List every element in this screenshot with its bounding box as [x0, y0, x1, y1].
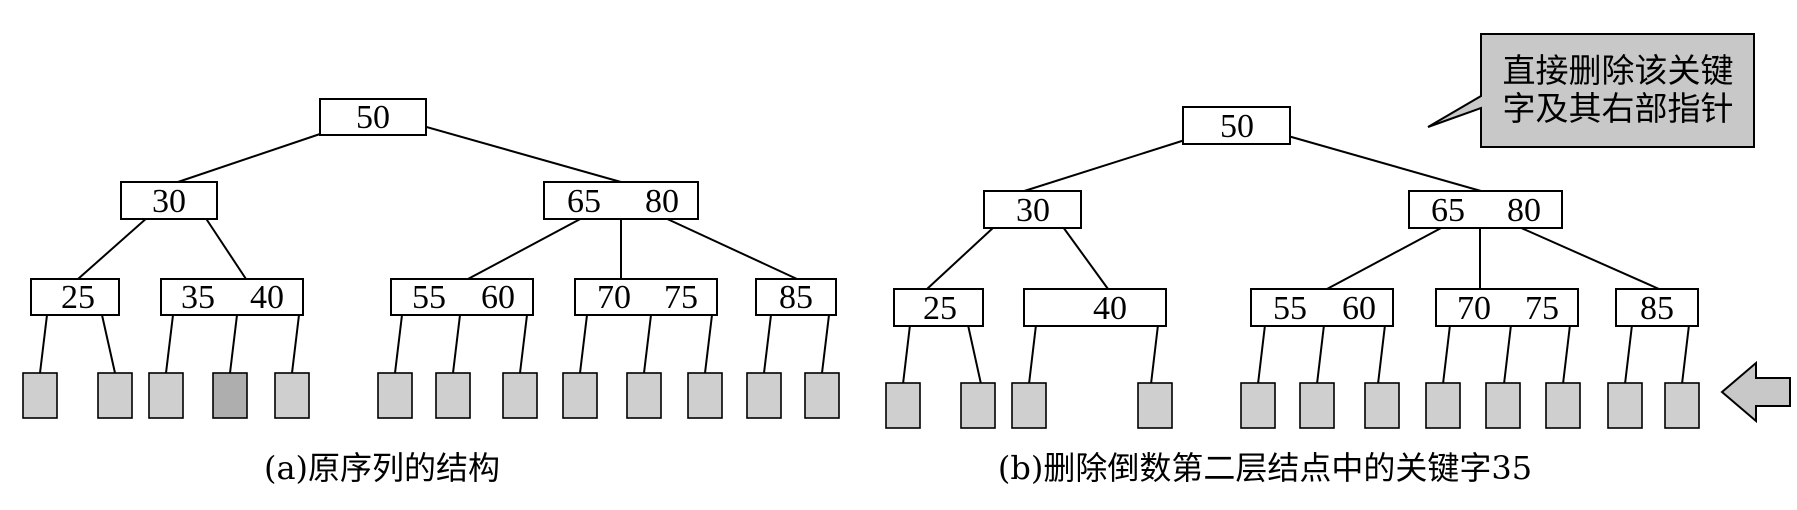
a-node-70-75: 70 75: [574, 278, 718, 316]
b-node-55-60: 55 60: [1250, 288, 1394, 327]
a-node-65-80: 65 80: [543, 181, 699, 220]
a-leaf: [804, 372, 840, 419]
a-key-55: 55: [412, 279, 446, 316]
a-root-key: 50: [356, 99, 390, 136]
b-root-node: 50: [1182, 106, 1291, 145]
a-key-40: 40: [250, 279, 284, 316]
b-leaf: [960, 382, 996, 429]
b-key-55: 55: [1273, 290, 1307, 327]
b-key-60: 60: [1342, 290, 1376, 327]
b-key-30: 30: [1016, 192, 1050, 229]
a-key-60: 60: [481, 279, 515, 316]
a-leaf: [626, 372, 662, 419]
b-leaf: [1011, 382, 1047, 429]
a-leaf: [148, 372, 184, 419]
b-key-80: 80: [1507, 192, 1541, 229]
a-key-80: 80: [645, 183, 679, 220]
b-node-65-80: 65 80: [1408, 190, 1563, 229]
b-node-85: 85: [1615, 288, 1699, 327]
b-leaf: [1664, 382, 1700, 429]
a-node-35-40: 35 40: [160, 278, 304, 316]
a-leaf: [746, 372, 782, 419]
a-leaf: [22, 372, 58, 419]
b-node-40: 40: [1023, 288, 1167, 327]
a-node-85: 85: [755, 278, 837, 316]
a-leaf: [435, 372, 471, 419]
callout-note: 直接删除该关键 字及其右部指针: [1427, 33, 1755, 148]
a-leaf: [502, 372, 538, 419]
a-leaf: [562, 372, 598, 419]
a-leaf: [377, 372, 413, 419]
diagram-a: 50 30 65 80 25 35 40 55 60 70: [22, 98, 840, 487]
b-node-30: 30: [983, 190, 1082, 229]
b-root-key: 50: [1220, 108, 1254, 145]
diagram-a-edges: [39, 125, 830, 374]
a-key-25: 25: [61, 279, 95, 316]
a-node-25: 25: [30, 278, 120, 316]
a-key-70: 70: [597, 279, 631, 316]
a-leaf: [97, 372, 133, 419]
a-leaf: [274, 372, 310, 419]
b-leaves: [885, 382, 1700, 429]
a-leaves: [22, 372, 840, 419]
diagram-b: 直接删除该关键 字及其右部指针: [885, 33, 1791, 487]
b-leaf: [1545, 382, 1581, 429]
b-key-65: 65: [1431, 192, 1465, 229]
b-key-85: 85: [1640, 290, 1674, 327]
a-key-30: 30: [152, 183, 186, 220]
left-arrow-icon: [1720, 360, 1791, 424]
a-key-65: 65: [567, 183, 601, 220]
b-key-75: 75: [1525, 290, 1559, 327]
a-caption: (a)原序列的结构: [264, 449, 500, 487]
b-leaf: [1137, 382, 1173, 429]
a-node-55-60: 55 60: [390, 278, 534, 316]
b-node-25: 25: [893, 288, 984, 327]
callout-line-2: 字及其右部指针: [1503, 89, 1734, 128]
b-leaf: [1485, 382, 1521, 429]
callout-line-1: 直接删除该关键: [1503, 51, 1734, 90]
b-key-70: 70: [1457, 290, 1491, 327]
a-key-75: 75: [664, 279, 698, 316]
b-caption: (b)删除倒数第二层结点中的关键字35: [998, 449, 1532, 487]
b-leaf: [1607, 382, 1643, 429]
b-key-40: 40: [1093, 290, 1127, 327]
b-leaf: [1364, 382, 1400, 429]
a-node-30: 30: [120, 181, 218, 220]
b-leaf: [1240, 382, 1276, 429]
a-leaf: [687, 372, 723, 419]
a-key-85: 85: [779, 279, 813, 316]
a-leaf-highlighted: [212, 372, 248, 419]
b-leaf: [1425, 382, 1461, 429]
a-key-35: 35: [181, 279, 215, 316]
b-leaf: [1299, 382, 1335, 429]
b-key-25: 25: [923, 290, 957, 327]
b-node-70-75: 70 75: [1435, 288, 1579, 327]
a-root-node: 50: [319, 98, 427, 136]
diagram-b-edges: [902, 135, 1690, 385]
b-leaf: [885, 382, 921, 429]
